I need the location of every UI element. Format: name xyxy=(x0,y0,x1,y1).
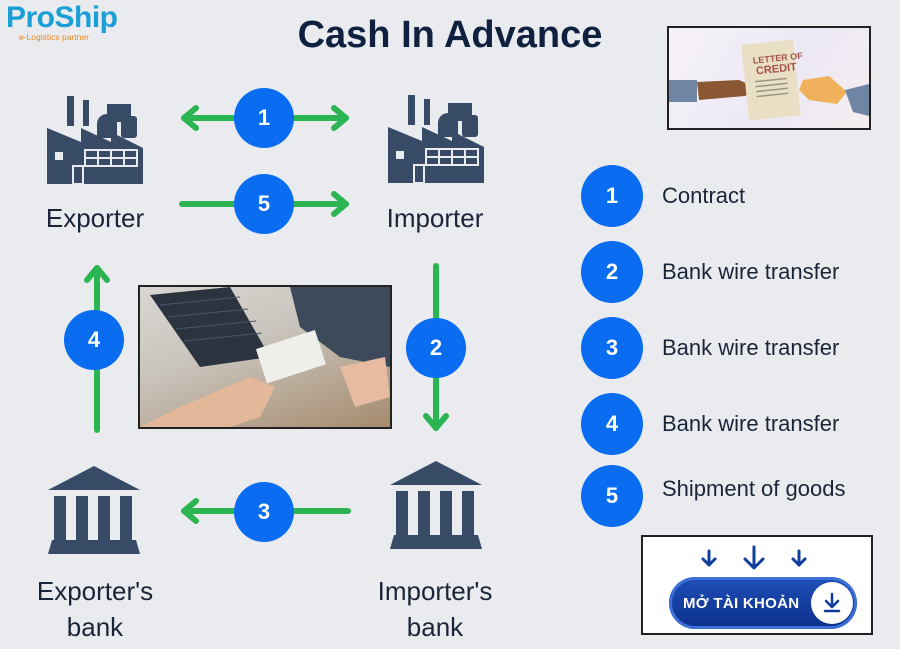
arrow-bank-to-exporter-head xyxy=(84,265,110,283)
arrow-contract-left-head xyxy=(181,105,199,131)
exporter-label: Exporter xyxy=(45,203,145,233)
legend-label-5: Shipment of goods xyxy=(662,476,846,501)
right-hand xyxy=(799,76,847,104)
legend-badge-1: 1 xyxy=(581,165,643,227)
legend-badge-2: 2 xyxy=(581,241,643,303)
letter-of-credit-image: LETTER OF CREDIT xyxy=(667,26,871,130)
exporter-bank-label-line1: Exporter's xyxy=(36,576,154,606)
step-3-badge: 3 xyxy=(234,482,294,542)
importer-bank-icon xyxy=(390,461,482,549)
legend-label-3: Bank wire transfer xyxy=(662,335,840,360)
page-title: Cash In Advance xyxy=(0,14,900,57)
legend-item-1: 1 Contract xyxy=(581,165,845,227)
open-account-button[interactable]: MỞ TÀI KHOẢN xyxy=(669,577,857,629)
legend-badge-4: 4 xyxy=(581,393,643,455)
importer-label: Importer xyxy=(386,203,484,233)
importer-factory-icon xyxy=(388,95,484,183)
legend-item-2: 2 Bank wire transfer xyxy=(581,241,845,303)
legend-label-1: Contract xyxy=(662,183,746,208)
cash-handover-photo xyxy=(138,285,392,429)
left-hand xyxy=(697,80,757,100)
clerk-hand xyxy=(340,357,390,407)
letter-title-2: CREDIT xyxy=(755,61,797,77)
step-1-badge: 1 xyxy=(234,88,294,148)
arrow-importer-to-bank-head xyxy=(423,413,449,431)
legend-item-4: 4 Bank wire transfer xyxy=(581,393,845,455)
download-icon xyxy=(811,582,853,624)
legend-item-5: 5 Shipment of goods xyxy=(581,465,845,527)
left-sleeve xyxy=(669,80,697,102)
page-title-text: Cash In Advance xyxy=(297,14,603,56)
open-account-label: MỞ TÀI KHOẢN xyxy=(683,594,800,612)
arrow-contract-right-head xyxy=(331,105,349,131)
importer-bank-label-line1: Importer's xyxy=(377,576,493,606)
exporter-factory-icon xyxy=(47,96,143,184)
exporter-bank-icon xyxy=(48,466,140,554)
legend: 1 Contract 2 Bank wire transfer 3 Bank w… xyxy=(581,165,845,527)
letter-of-credit-illustration: LETTER OF CREDIT xyxy=(669,39,869,121)
right-sleeve xyxy=(845,84,869,116)
legend-badge-5: 5 xyxy=(581,465,643,527)
legend-item-3: 3 Bank wire transfer xyxy=(581,317,845,379)
exporter-bank-label: Exporter's bank xyxy=(20,573,170,645)
arrow-bank-to-bank-head xyxy=(181,498,199,524)
brand-logo[interactable]: ProShip e-Logistics partner xyxy=(6,1,118,43)
step-4-badge: 4 xyxy=(64,310,124,370)
customer-hand xyxy=(140,377,275,427)
brand-tagline: e-Logistics partner xyxy=(19,32,89,42)
arrow-shipment-head xyxy=(331,191,349,217)
step-5-badge: 5 xyxy=(234,174,294,234)
importer-bank-label-line2: bank xyxy=(406,612,464,642)
open-account-banner[interactable]: MỞ TÀI KHOẢN xyxy=(641,535,873,635)
step-2-badge: 2 xyxy=(406,318,466,378)
exporter-bank-label-line2: bank xyxy=(66,612,124,642)
legend-label-2: Bank wire transfer xyxy=(662,259,840,284)
legend-label-4: Bank wire transfer xyxy=(662,411,840,436)
down-arrows-icon xyxy=(701,545,807,570)
sleeve xyxy=(290,287,390,367)
cash-stack xyxy=(255,329,326,384)
importer-bank-label: Importer's bank xyxy=(360,573,510,645)
cash-handover-illustration xyxy=(140,287,390,427)
legend-badge-3: 3 xyxy=(581,317,643,379)
brand-name: ProShip xyxy=(6,1,118,34)
keyboard xyxy=(150,287,270,367)
